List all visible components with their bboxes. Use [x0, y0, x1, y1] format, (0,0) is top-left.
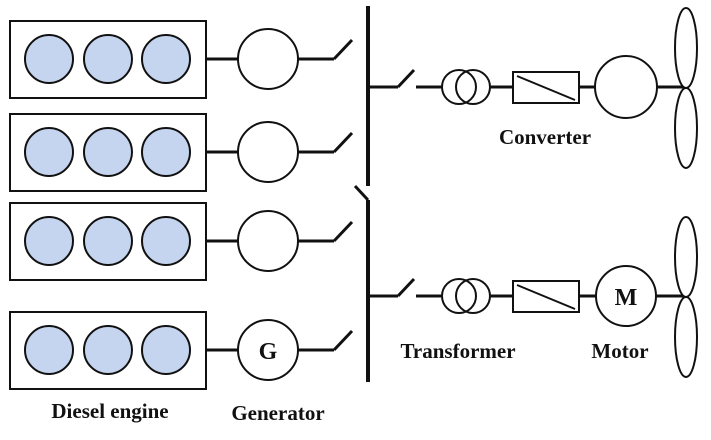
engine-cylinder	[24, 34, 74, 84]
breaker-switch	[332, 131, 354, 154]
converter-symbol	[512, 280, 580, 313]
upper-propulsion-branch	[368, 7, 698, 169]
breaker-switch	[396, 68, 416, 89]
transformer-label: Transformer	[400, 339, 515, 363]
motor-label: Motor	[591, 339, 648, 363]
diesel-engine-2	[9, 113, 207, 192]
engine-cylinder	[141, 127, 191, 177]
breaker-switch	[332, 220, 354, 243]
bus-tie-switch	[353, 184, 370, 202]
generator-symbol	[237, 121, 299, 183]
engine-cylinder	[141, 216, 191, 266]
converter-label: Converter	[499, 125, 591, 149]
generator-row-2	[206, 121, 354, 183]
diesel-engine-label: Diesel engine	[51, 399, 168, 423]
generator-row-4: G	[206, 319, 354, 381]
engine-cylinder	[83, 34, 133, 84]
generator-label: Generator	[231, 401, 324, 425]
transformer-symbol	[441, 278, 491, 314]
generator-letter: G	[259, 339, 278, 365]
motor-letter: M	[615, 285, 638, 311]
engine-cylinder	[24, 127, 74, 177]
engine-cylinder	[24, 216, 74, 266]
propeller-icon	[674, 216, 698, 378]
propeller-icon	[674, 7, 698, 169]
generator-row-1	[206, 28, 354, 90]
diesel-engine-1	[9, 20, 207, 99]
transformer-symbol	[441, 69, 491, 105]
breaker-switch	[332, 329, 354, 352]
generator-symbol	[237, 210, 299, 272]
converter-symbol	[512, 71, 580, 104]
engine-cylinder	[83, 325, 133, 375]
engine-cylinder	[141, 325, 191, 375]
engine-cylinder	[83, 216, 133, 266]
engine-cylinder	[24, 325, 74, 375]
breaker-switch	[396, 277, 416, 298]
breaker-switch	[332, 38, 354, 61]
lower-propulsion-branch: M	[368, 216, 698, 378]
diesel-engine-3	[9, 202, 207, 281]
engine-cylinder	[83, 127, 133, 177]
motor-symbol	[594, 55, 658, 119]
engine-cylinder	[141, 34, 191, 84]
diesel-engine-4	[9, 311, 207, 390]
generator-row-3	[206, 210, 354, 272]
generator-symbol	[237, 28, 299, 90]
